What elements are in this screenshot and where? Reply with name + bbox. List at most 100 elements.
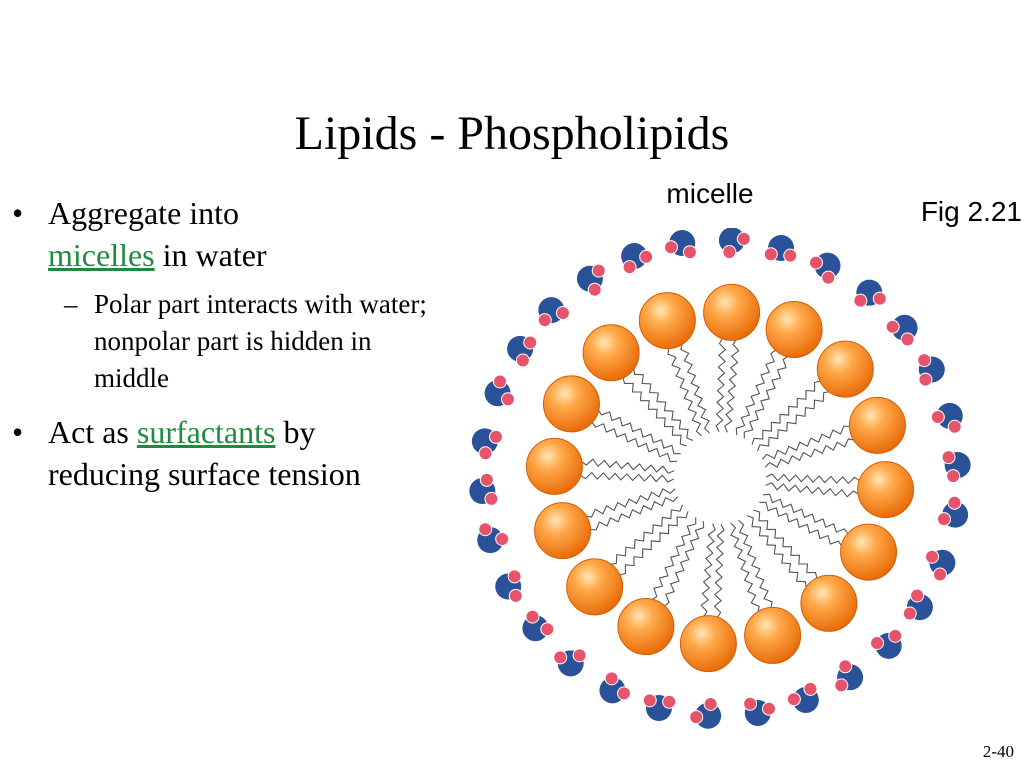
lipid-tail bbox=[580, 458, 675, 474]
hydrogen-atom bbox=[495, 531, 510, 546]
water-molecule bbox=[718, 228, 751, 260]
lipid-tail bbox=[765, 482, 860, 498]
hydrogen-atom bbox=[761, 701, 776, 716]
hydrogen-atom bbox=[808, 255, 823, 270]
page-number: 2-40 bbox=[982, 742, 1014, 761]
lipid-tail bbox=[680, 342, 710, 434]
hydrogen-atom bbox=[525, 609, 540, 624]
lipid-tail bbox=[753, 509, 818, 580]
water-molecule bbox=[743, 696, 776, 726]
lipid-tail bbox=[650, 517, 697, 601]
hydrogen-atom bbox=[947, 495, 962, 510]
hydrogen-atom bbox=[870, 635, 885, 650]
lipid-tail bbox=[738, 519, 773, 609]
slide-title: Lipids - Phospholipids bbox=[294, 107, 730, 160]
dash-marker: – bbox=[64, 289, 78, 319]
hydrogen-atom bbox=[763, 247, 778, 262]
hydrogen-atom bbox=[664, 240, 679, 255]
lipid-tail bbox=[632, 367, 694, 442]
lipid-tail bbox=[713, 523, 725, 619]
lipid-tail bbox=[759, 501, 843, 548]
hydrogen-atom bbox=[786, 692, 801, 707]
water-molecule bbox=[495, 569, 523, 603]
lipid-tail bbox=[762, 493, 849, 535]
water-molecule bbox=[484, 374, 515, 407]
hydrogen-atom bbox=[537, 313, 552, 328]
lipid-tail bbox=[746, 514, 808, 589]
hydrogen-atom bbox=[689, 710, 704, 725]
micelles-link[interactable]: micelles bbox=[48, 237, 155, 273]
hydrogen-atom bbox=[930, 410, 945, 425]
lipid-tail bbox=[618, 511, 689, 576]
polar-head-groups bbox=[525, 283, 915, 673]
water-molecule bbox=[664, 230, 697, 260]
hydrogen-atom bbox=[947, 419, 962, 434]
bullet-text: Act as bbox=[48, 414, 129, 450]
hydrogen-atom bbox=[515, 353, 530, 368]
hydrogen-atom bbox=[872, 291, 887, 306]
water-molecule bbox=[941, 450, 971, 484]
lipid-head bbox=[857, 461, 915, 519]
lipid-tail bbox=[622, 376, 687, 447]
lipid-head bbox=[744, 606, 802, 664]
lipid-tail bbox=[663, 520, 705, 607]
hydrogen-atom bbox=[834, 678, 849, 693]
lipid-tail bbox=[700, 523, 716, 618]
hydrogen-atom bbox=[941, 450, 956, 465]
water-molecule bbox=[553, 648, 587, 677]
lipid-tail bbox=[597, 408, 681, 455]
lipid-head bbox=[617, 598, 675, 656]
water-molecule bbox=[834, 659, 864, 693]
lipid-head bbox=[679, 615, 737, 673]
lipid-tail bbox=[591, 421, 678, 463]
hydrogen-atom bbox=[639, 249, 654, 264]
lipid-head bbox=[638, 292, 696, 350]
hydrogen-atom bbox=[488, 429, 503, 444]
hydrogen-atom bbox=[484, 491, 499, 506]
bullet-marker: • bbox=[12, 195, 24, 231]
lipid-head bbox=[566, 558, 624, 616]
bullet-marker: • bbox=[12, 414, 24, 450]
lipid-tail bbox=[765, 473, 861, 485]
hydrogen-atom bbox=[587, 282, 602, 297]
hydrogen-atom bbox=[853, 293, 868, 308]
hydrogen-atom bbox=[662, 694, 677, 709]
hydrogen-atom bbox=[917, 353, 932, 368]
hydrogen-atom bbox=[743, 696, 758, 711]
lipid-head bbox=[800, 574, 858, 632]
hydrogen-atom bbox=[508, 588, 523, 603]
sub-bullet-text: Polar part interacts with water; nonpola… bbox=[94, 289, 427, 393]
micelle-diagram bbox=[469, 228, 971, 729]
hydrogen-atom bbox=[478, 446, 493, 461]
lipid-head bbox=[765, 300, 823, 358]
water-molecule bbox=[786, 681, 819, 713]
surfactants-link[interactable]: surfactants bbox=[136, 414, 276, 450]
hydrogen-atom bbox=[523, 335, 538, 350]
lipid-head bbox=[703, 283, 761, 341]
water-molecule bbox=[930, 402, 963, 434]
hydrogen-atom bbox=[500, 392, 515, 407]
hydrogen-atom bbox=[703, 696, 718, 711]
hydrogen-atom bbox=[540, 622, 555, 637]
water-molecule bbox=[808, 252, 841, 285]
water-molecule bbox=[689, 696, 722, 729]
bullet-surfactants: • Act as surfactants by reducing surface… bbox=[12, 411, 432, 495]
water-molecules bbox=[469, 228, 971, 729]
hydrogen-atom bbox=[642, 693, 657, 708]
lipid-head bbox=[848, 396, 906, 454]
lipid-tail bbox=[751, 380, 822, 445]
hydrogen-atom bbox=[803, 681, 818, 696]
hydrogen-atom bbox=[888, 628, 903, 643]
lipid-tail bbox=[715, 337, 727, 433]
water-molecule bbox=[925, 549, 956, 582]
lipid-tail bbox=[724, 338, 740, 433]
lipid-tail bbox=[730, 522, 760, 614]
lipid-head bbox=[542, 375, 600, 433]
water-molecule bbox=[469, 472, 499, 506]
lipid-tail bbox=[589, 496, 679, 531]
lipid-tail bbox=[609, 504, 684, 566]
bullet-list: • Aggregate into micelles in water – Pol… bbox=[12, 192, 432, 509]
hydrogen-atom bbox=[553, 650, 568, 665]
lipid-tail bbox=[579, 471, 675, 483]
water-molecule bbox=[853, 279, 887, 308]
